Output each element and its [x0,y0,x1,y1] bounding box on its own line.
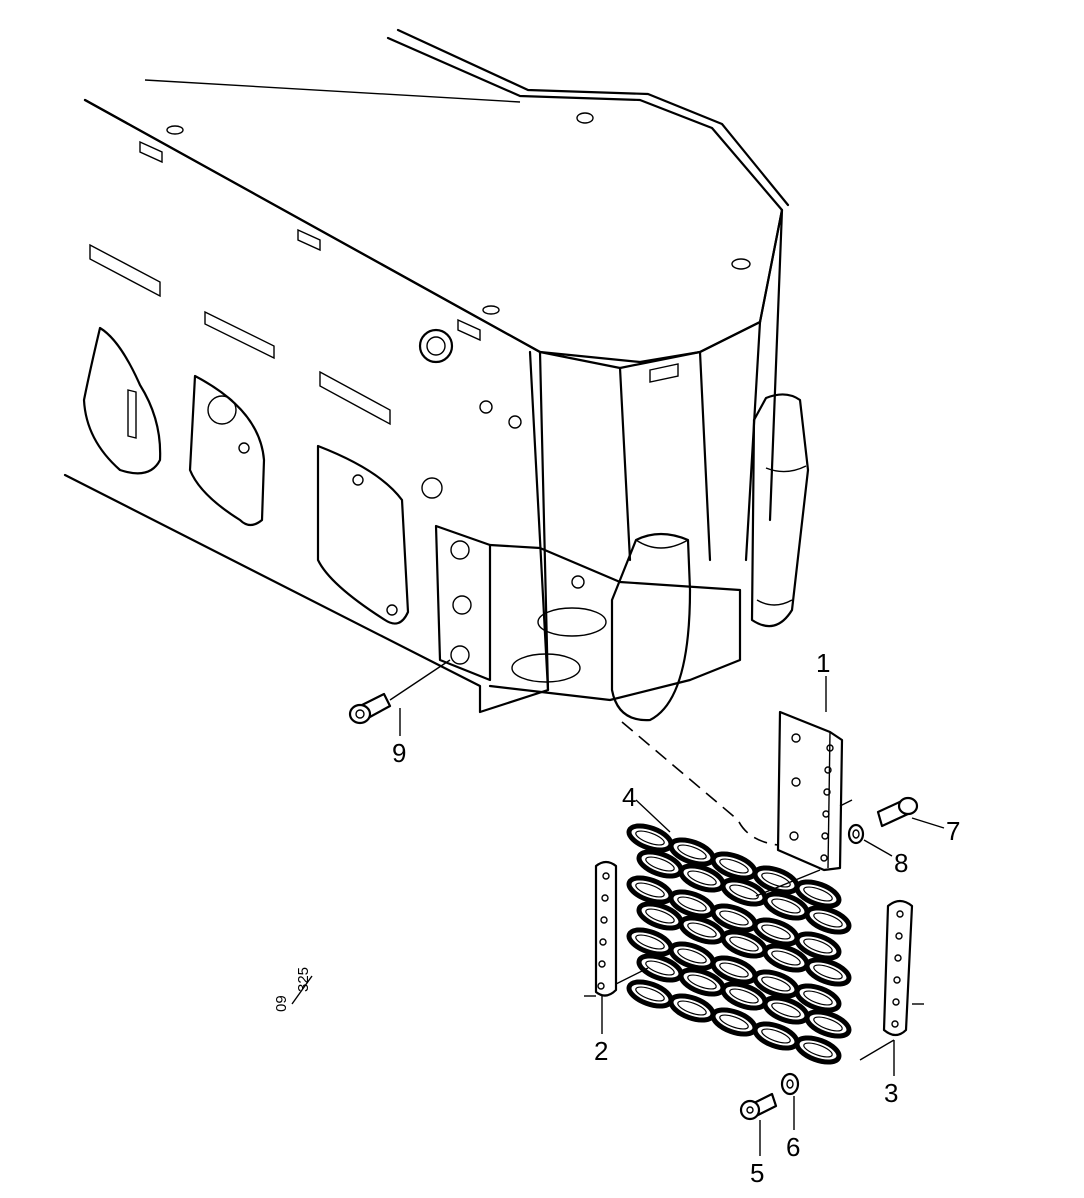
chain-link-inner [635,882,665,898]
strip-part-2 [594,860,618,997]
chain-link-inner [687,922,717,938]
chain-link-inner [729,884,759,900]
plate-part-1 [776,710,853,872]
chain-link-inner [677,1000,707,1016]
chain-link-inner [771,898,801,914]
chain-link [804,957,852,987]
chain-link-inner [687,870,717,886]
chain-link-inner [635,986,665,1002]
callout-2: 2 [594,1036,608,1066]
callout-1: 1 [816,648,830,678]
chain-link-inner [803,1042,833,1058]
chain-link-inner [719,962,749,978]
callout-3: 3 [884,1078,898,1108]
strip-part-3 [882,899,914,1037]
chain-link [794,983,842,1013]
doc-ref-slash [291,975,313,1005]
chain-link-inner [719,910,749,926]
chain-link-inner [803,938,833,954]
frame-body [63,28,810,722]
chain-link [804,1009,852,1039]
callouts: 1 2 3 4 5 6 7 8 9 [392,648,960,1188]
chain-link-inner [813,912,843,928]
callout-4: 4 [622,782,636,812]
top-plate-holes [166,112,751,315]
chain-link-inner [677,844,707,860]
chain-link-inner [771,950,801,966]
washer-part-6 [780,1072,800,1096]
chain-link-inner [771,1002,801,1018]
chain-link-inner [645,960,675,976]
callout-5: 5 [750,1158,764,1188]
bolt-part-5 [739,1092,778,1121]
callout-6: 6 [786,1132,800,1162]
callout-7: 7 [946,816,960,846]
chain-link-inner [761,924,791,940]
callout-9: 9 [392,738,406,768]
chain-link-inner [645,908,675,924]
chain-link [804,905,852,935]
chain-link [794,879,842,909]
doc-ref-bottom: 325 [295,967,312,992]
doc-ref-top: 09 [273,995,290,1012]
chain-link-inner [719,1014,749,1030]
chain-link-inner [729,936,759,952]
leader-lines [399,676,945,1156]
chain-link [794,931,842,961]
chain-link-inner [761,976,791,992]
chain-link-inner [677,896,707,912]
chain-link [794,1035,842,1065]
bolt-part-9 [348,659,451,725]
bolt-part-7 [876,796,919,828]
chain-link-inner [813,1016,843,1032]
chain-link-inner [729,988,759,1004]
chain-link-inner [635,830,665,846]
chain-mat-part-4 [626,823,852,1065]
chain-link-inner [803,990,833,1006]
chain-link-inner [677,948,707,964]
chain-link-inner [813,964,843,980]
chain-link-inner [761,1028,791,1044]
chain-link-inner [761,872,791,888]
chain-link-inner [803,886,833,902]
washer-part-8 [847,823,865,845]
chain-link-inner [635,934,665,950]
callout-8: 8 [894,848,908,878]
chain-link-inner [687,974,717,990]
chain-link-inner [645,856,675,872]
chain-link-inner [719,858,749,874]
document-reference: 09 325 [273,967,313,1012]
